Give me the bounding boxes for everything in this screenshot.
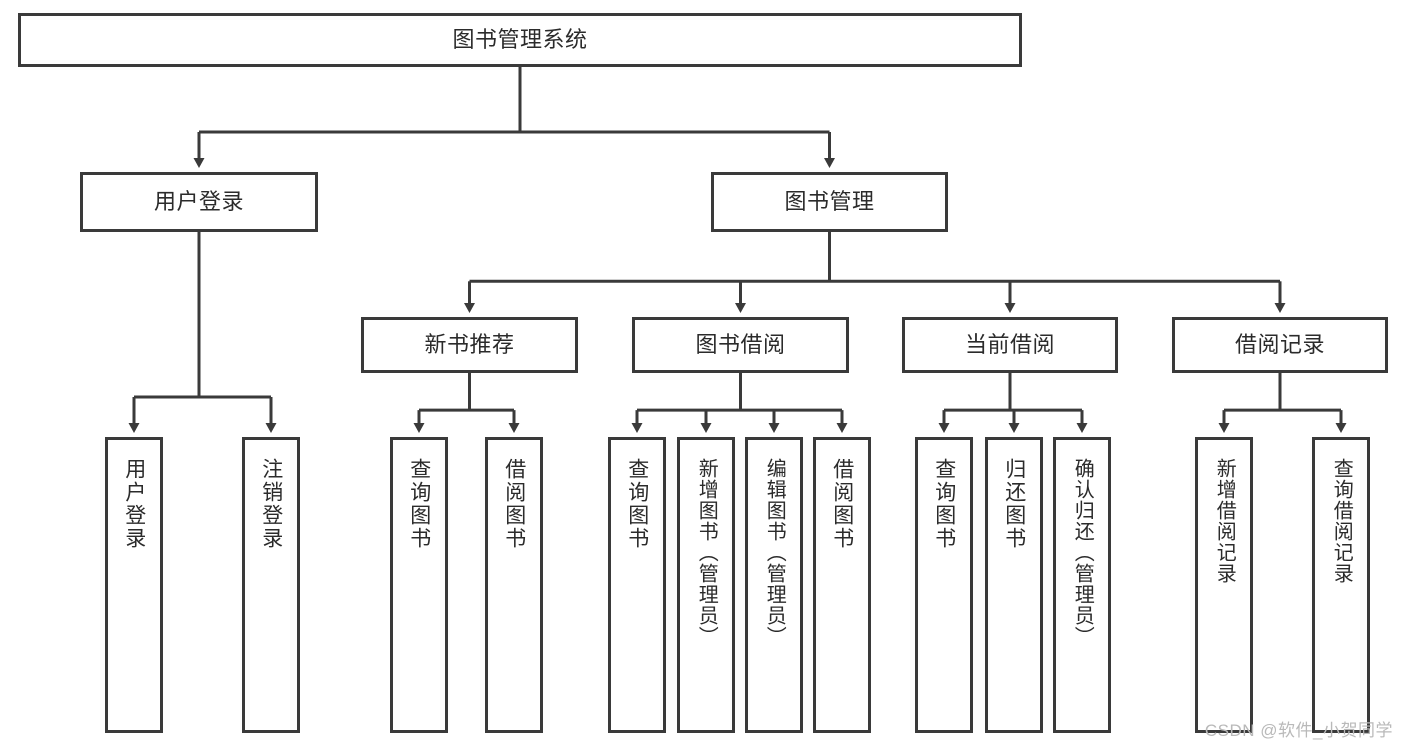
node-leaf-add-book: 新增图书（管理员） [677, 437, 735, 733]
node-leaf-return-book: 归还图书 [985, 437, 1043, 733]
node-book-borrow: 图书借阅 [632, 317, 849, 373]
node-leaf-query-book-2: 查询图书 [608, 437, 666, 733]
node-label: 注销登录 [259, 458, 283, 550]
node-label: 图书借阅 [695, 331, 786, 357]
node-leaf-borrow-book-1: 借阅图书 [485, 437, 543, 733]
node-label: 查询借阅记录 [1330, 458, 1353, 584]
node-current-borrow: 当前借阅 [902, 317, 1118, 373]
node-label: 借阅图书 [830, 458, 854, 550]
node-leaf-edit-book: 编辑图书（管理员） [745, 437, 803, 733]
node-label: 新书推荐 [424, 331, 515, 357]
node-label: 确认归还（管理员） [1071, 458, 1094, 647]
node-leaf-add-record: 新增借阅记录 [1195, 437, 1253, 733]
node-leaf-user-logout: 注销登录 [242, 437, 300, 733]
node-new-book-rec: 新书推荐 [361, 317, 578, 373]
watermark-text: CSDN @软件_小贺同学 [1204, 721, 1393, 740]
node-borrow-record: 借阅记录 [1172, 317, 1388, 373]
node-root: 图书管理系统 [18, 13, 1022, 67]
node-label: 新增借阅记录 [1213, 458, 1236, 584]
node-label: 借阅记录 [1234, 331, 1325, 357]
node-label: 用户登录 [153, 188, 244, 214]
node-label: 借阅图书 [502, 458, 526, 550]
node-label: 当前借阅 [964, 331, 1055, 357]
node-leaf-query-record: 查询借阅记录 [1312, 437, 1370, 733]
node-label: 用户登录 [122, 458, 146, 550]
node-leaf-confirm-return: 确认归还（管理员） [1053, 437, 1111, 733]
node-label: 查询图书 [625, 458, 649, 550]
node-label: 图书管理 [784, 188, 875, 214]
node-label: 查询图书 [407, 458, 431, 550]
node-leaf-user-login: 用户登录 [105, 437, 163, 733]
node-user-login: 用户登录 [80, 172, 318, 232]
node-leaf-borrow-book-2: 借阅图书 [813, 437, 871, 733]
node-book-manage: 图书管理 [711, 172, 948, 232]
node-leaf-query-book-3: 查询图书 [915, 437, 973, 733]
node-leaf-query-book-1: 查询图书 [390, 437, 448, 733]
node-label: 图书管理系统 [452, 26, 588, 52]
node-label: 查询图书 [932, 458, 956, 550]
node-label: 新增图书（管理员） [695, 458, 718, 647]
node-label: 编辑图书（管理员） [763, 458, 786, 647]
node-label: 归还图书 [1002, 458, 1026, 550]
